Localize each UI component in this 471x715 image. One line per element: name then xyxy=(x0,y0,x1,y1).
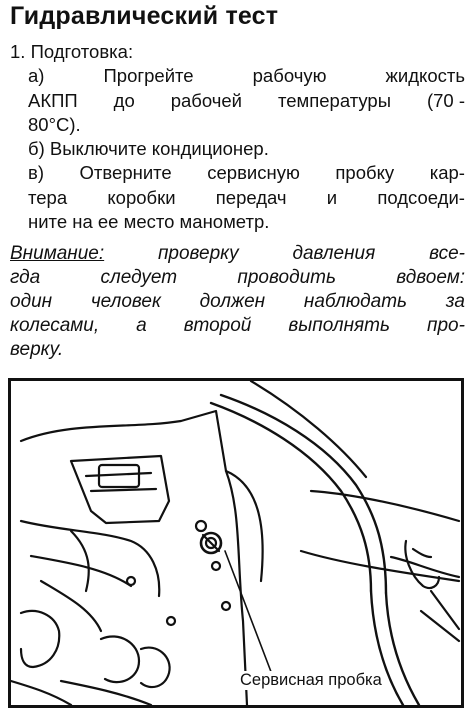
note-line-2: гда следует проводить вдвоем: xyxy=(10,267,465,288)
note-line-5: верку. xyxy=(10,339,64,360)
warning-note: Внимание: проверку давления все- гда сле… xyxy=(10,242,465,362)
figure-transmission: Сервисная пробка xyxy=(8,378,464,708)
page-title: Гидравлический тест xyxy=(10,2,279,30)
step-a-line-3: 80°С). xyxy=(28,113,81,135)
step-b: б) Выключите кондиционер. xyxy=(28,138,269,160)
note-line-4: колесами, а второй выполнять про- xyxy=(10,315,465,336)
step-c-line-2: тера коробки передач и подсоеди- xyxy=(28,186,465,208)
figure-caption: Сервисная пробка xyxy=(237,671,385,690)
step-heading: 1. Подготовка: xyxy=(10,41,134,62)
note-label: Внимание: xyxy=(10,243,105,264)
note-line-3: один человек должен наблюдать за xyxy=(10,291,465,312)
step-a-line-2: АКПП до рабочей температуры (70 - xyxy=(28,89,465,111)
step-c-line-3: ните на ее место манометр. xyxy=(28,211,270,233)
step-c-line-1: в) Отверните сервисную пробку кар- xyxy=(28,162,465,184)
transmission-service-plug-illustration xyxy=(11,381,461,705)
instructions: 1. Подготовка: а) Прогрейте рабочую жидк… xyxy=(10,40,465,234)
step-a-line-1: а) Прогрейте рабочую жидкость xyxy=(28,65,465,87)
note-line-1: Внимание: проверку давления все- xyxy=(10,243,465,264)
